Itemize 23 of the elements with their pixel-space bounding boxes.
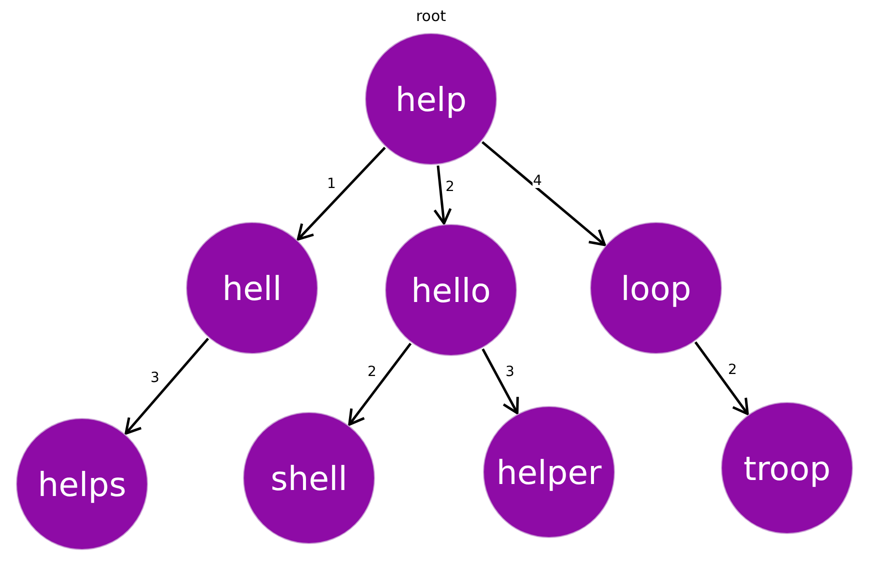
arrow <box>482 141 606 246</box>
edge-label: 3 <box>150 371 160 385</box>
edge-label: 3 <box>504 365 516 379</box>
node-label: loop <box>620 272 692 304</box>
node-label: helper <box>496 456 602 488</box>
edge-label: 1 <box>326 176 337 190</box>
node-label: helps <box>38 468 126 500</box>
node-label: shell <box>270 462 348 494</box>
node-label: hell <box>222 272 282 304</box>
arrow <box>348 342 412 426</box>
edge-label: 2 <box>727 363 738 377</box>
arrow <box>433 166 452 225</box>
arrow <box>124 338 210 435</box>
node-caption: root <box>416 9 446 24</box>
edge-label: 2 <box>366 365 378 379</box>
node-label: troop <box>743 452 831 484</box>
arrow <box>482 348 519 414</box>
arrow <box>694 341 749 416</box>
arrow <box>296 146 386 241</box>
node-label: help <box>395 82 467 116</box>
edge-label: 2 <box>444 180 456 194</box>
node-label: hello <box>411 274 491 306</box>
edge-label: 4 <box>532 174 543 188</box>
